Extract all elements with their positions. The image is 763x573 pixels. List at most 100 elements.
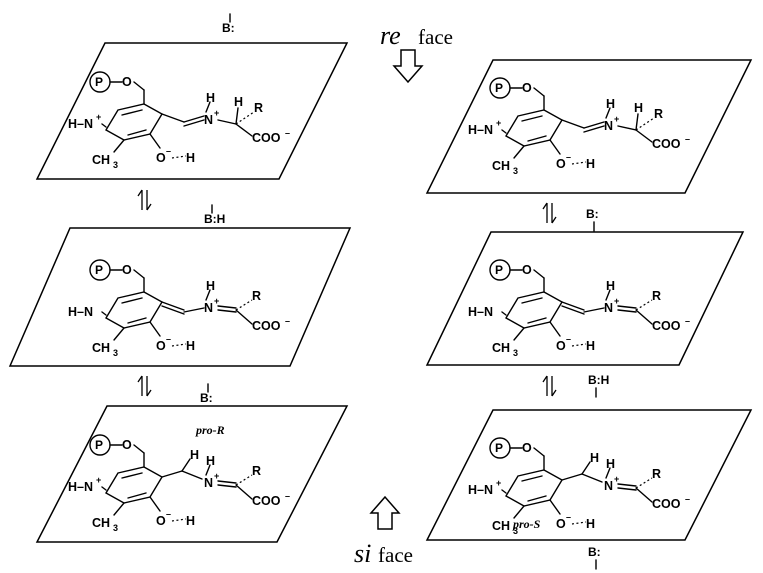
re-face-italic: re — [380, 21, 401, 50]
alpha-hydrogen: H — [234, 95, 243, 109]
imine-charge: + — [214, 296, 219, 306]
equilibrium-right-2 — [542, 375, 557, 397]
base-label: B: — [588, 545, 601, 559]
imine-hydrogen: H — [206, 454, 215, 468]
imine-hydrogen: H — [206, 91, 215, 105]
imine-nitrogen: N — [604, 301, 613, 315]
imine-nitrogen: N — [204, 113, 213, 127]
carboxylate-charge: – — [685, 134, 690, 144]
hbond-hydrogen: H — [186, 151, 195, 165]
carboxylate: COO — [652, 319, 681, 333]
hbond-hydrogen: H — [186, 339, 195, 353]
methyl-group: CH — [92, 153, 110, 167]
methyl-subscript: 3 — [513, 348, 518, 358]
c4-hydrogen: H — [190, 448, 199, 462]
phenolate-charge: – — [566, 334, 571, 344]
methyl-subscript: 3 — [113, 523, 118, 533]
re-face-word: face — [418, 25, 453, 49]
si-face-word: face — [378, 543, 413, 567]
carboxylate-charge: – — [685, 494, 690, 504]
methyl-subscript: 3 — [113, 160, 118, 170]
methyl-group: CH — [92, 516, 110, 530]
pro-s-label: pro-S — [512, 517, 541, 531]
imine-charge: + — [214, 108, 219, 118]
c4-hydrogen: H — [590, 451, 599, 465]
plane-left-mid — [8, 227, 352, 367]
phenolate-oxygen: O — [156, 339, 166, 353]
phosphate-label: P — [495, 263, 503, 277]
phenolate-charge: – — [166, 334, 171, 344]
carboxylate: COO — [652, 137, 681, 151]
side-chain: R — [252, 464, 261, 478]
side-chain: R — [254, 101, 263, 115]
imine-hydrogen: H — [206, 279, 215, 293]
linker-oxygen: O — [522, 263, 532, 277]
hbond-hydrogen: H — [586, 157, 595, 171]
imine-nitrogen: N — [204, 476, 213, 490]
side-chain: R — [652, 467, 661, 481]
side-chain: R — [654, 107, 663, 121]
carboxylate-charge: – — [285, 491, 290, 501]
ring-charge: + — [96, 112, 101, 122]
imine-nitrogen: N — [604, 479, 613, 493]
base-right-bottom: B: — [588, 545, 601, 570]
alpha-hydrogen: H — [634, 101, 643, 115]
equilibrium-left-1 — [137, 189, 152, 211]
carboxylate: COO — [252, 131, 281, 145]
hbond-hydrogen: H — [186, 514, 195, 528]
methyl-group: CH — [492, 341, 510, 355]
base-label: B:H — [204, 212, 225, 226]
si-face-arrow — [369, 495, 401, 530]
imine-charge: + — [614, 474, 619, 484]
carboxylate-charge: – — [285, 316, 290, 326]
phosphate-label: P — [95, 438, 103, 452]
carboxylate: COO — [252, 494, 281, 508]
ring-charge: + — [96, 475, 101, 485]
carboxylate: COO — [252, 319, 281, 333]
base-label: B:H — [588, 373, 609, 387]
carboxylate: COO — [652, 497, 681, 511]
base-left-bottom: B: — [200, 383, 213, 405]
linker-oxygen: O — [522, 81, 532, 95]
base-label: B: — [200, 391, 213, 405]
side-chain: R — [652, 289, 661, 303]
methyl-group: CH — [92, 341, 110, 355]
phosphate-label: P — [95, 263, 103, 277]
linker-oxygen: O — [122, 263, 132, 277]
phenolate-oxygen: O — [156, 151, 166, 165]
base-label: B: — [586, 207, 599, 221]
base-left-top: B: — [222, 13, 235, 35]
phenolate-oxygen: O — [556, 517, 566, 531]
plane-left-bottom — [35, 405, 349, 543]
imine-hydrogen: H — [606, 97, 615, 111]
side-chain: R — [252, 289, 261, 303]
base-right-top: B: — [586, 207, 599, 232]
base-label: B: — [222, 21, 235, 35]
phenolate-oxygen: O — [556, 339, 566, 353]
phenolate-charge: – — [566, 512, 571, 522]
plane-left-top — [35, 42, 349, 180]
phenolate-oxygen: O — [556, 157, 566, 171]
linker-oxygen: O — [122, 438, 132, 452]
imine-charge: + — [614, 114, 619, 124]
ring-nitrogen: H–N — [468, 483, 493, 497]
linker-oxygen: O — [122, 75, 132, 89]
base-right-mid: B:H — [588, 373, 609, 398]
equilibrium-left-2 — [137, 375, 152, 397]
ring-charge: + — [496, 478, 501, 488]
methyl-subscript: 3 — [113, 348, 118, 358]
ring-nitrogen: H–N — [468, 123, 493, 137]
imine-charge: + — [214, 471, 219, 481]
si-face-italic: si — [354, 539, 371, 568]
imine-hydrogen: H — [606, 279, 615, 293]
phenolate-charge: – — [166, 146, 171, 156]
phosphate-label: P — [95, 75, 103, 89]
methyl-group: CH — [492, 159, 510, 173]
